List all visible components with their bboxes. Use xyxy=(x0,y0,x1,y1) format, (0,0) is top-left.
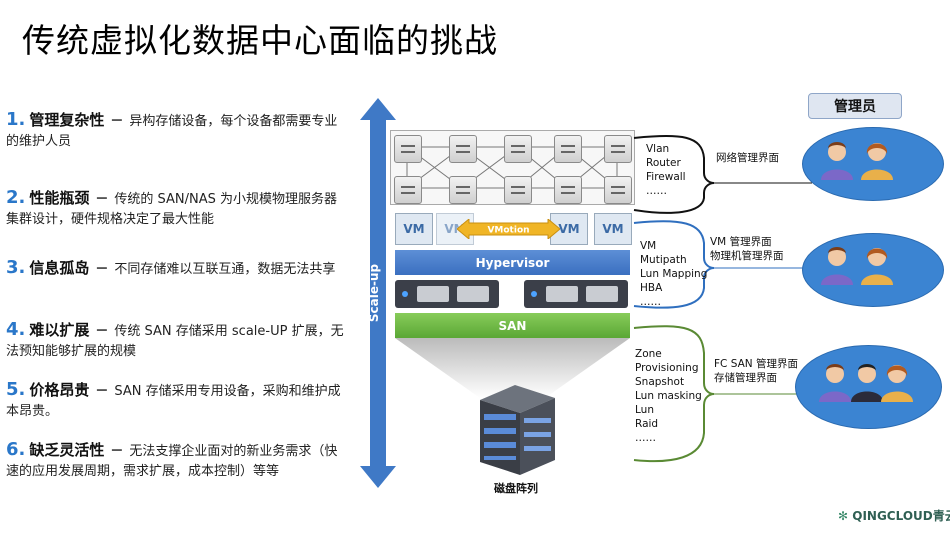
qingcloud-logo-text: QINGCLOUD青云 xyxy=(852,509,950,523)
vmotion-label: VMotion xyxy=(487,226,529,236)
challenge-item: 4.难以扩展 －传统 SAN 存储采用 scale-UP 扩展，无法预知能够扩展的… xyxy=(6,320,346,362)
qingcloud-logo-icon: ✻ xyxy=(838,509,849,523)
switch-icon xyxy=(394,135,422,163)
challenge-heading: 信息孤岛 xyxy=(29,259,90,277)
storage-funnel xyxy=(395,338,630,398)
switch-icon xyxy=(449,176,477,204)
server-icon xyxy=(524,280,628,308)
challenge-description: 传统 SAN 存储采用 scale-UP 扩展，无法预知能够扩展的规模 xyxy=(6,324,344,359)
challenge-description: 传统的 SAN/NAS 为小规模物理服务器集群设计，硬件规格决定了最大性能 xyxy=(6,192,338,227)
scale-up-label: Scale-up xyxy=(367,263,381,322)
vm-item: VM xyxy=(640,240,657,252)
storage-management-ui-label: 存储管理界面 xyxy=(714,372,777,384)
vm-box: VM xyxy=(550,213,588,245)
vm-box: VM xyxy=(594,213,632,245)
challenge-item: 5.价格昂贵 －SAN 存储采用专用设备，采购和维护成本昂贵。 xyxy=(6,380,346,422)
network-item: Firewall xyxy=(646,171,686,183)
network-item: Router xyxy=(646,157,681,169)
san-item: Zone xyxy=(635,348,662,360)
qingcloud-logo: ✻ QINGCLOUD青云 xyxy=(838,507,950,524)
vmotion-arrow-icon: VMotion xyxy=(457,219,560,239)
challenge-number: 6. xyxy=(6,439,26,460)
challenge-item: 6.缺乏灵活性 －无法支撑企业面对的新业务需求（快速的应用发展周期，需求扩展，成本… xyxy=(6,440,346,482)
challenge-heading: 缺乏灵活性 xyxy=(29,441,105,459)
network-item: …… xyxy=(646,185,667,197)
people-icon xyxy=(821,247,893,285)
network-item: Vlan xyxy=(646,143,670,155)
disk-array-icon xyxy=(480,385,555,475)
admin-group-vm xyxy=(802,233,944,307)
scale-up-arrow-icon: Scale-up xyxy=(360,98,396,488)
switch-icon xyxy=(504,176,532,204)
vm-item: …… xyxy=(640,296,661,308)
server-icon xyxy=(395,280,499,308)
challenge-number: 5. xyxy=(6,379,26,400)
challenge-dash: － xyxy=(110,114,124,129)
switch-icon xyxy=(554,135,582,163)
san-item: Lun xyxy=(635,404,654,416)
challenge-number: 4. xyxy=(6,319,26,340)
admin-group-storage xyxy=(795,345,942,429)
admin-label: 管理员 xyxy=(808,93,902,119)
san-item: Snapshot xyxy=(635,376,685,388)
challenge-number: 2. xyxy=(6,187,26,208)
switch-icon xyxy=(554,176,582,204)
challenge-item: 2.性能瓶颈 －传统的 SAN/NAS 为小规模物理服务器集群设计，硬件规格决定了… xyxy=(6,188,346,230)
challenge-dash: － xyxy=(110,444,124,459)
challenge-description: SAN 存储采用专用设备，采购和维护成本昂贵。 xyxy=(6,384,341,419)
fc-san-management-ui-label: FC SAN 管理界面 xyxy=(714,358,798,370)
network-management-ui-label: 网络管理界面 xyxy=(716,152,779,164)
challenge-dash: － xyxy=(95,324,109,339)
vm-item: Mutipath xyxy=(640,254,687,266)
challenge-dash: － xyxy=(95,384,109,399)
page-title: 传统虚拟化数据中心面临的挑战 xyxy=(22,21,498,60)
challenge-heading: 难以扩展 xyxy=(29,321,90,339)
physical-management-ui-label: 物理机管理界面 xyxy=(710,250,784,262)
people-icon xyxy=(819,364,913,402)
challenge-description: 不同存储难以互联互通，数据无法共享 xyxy=(114,262,336,277)
switch-icon xyxy=(604,176,632,204)
challenge-heading: 价格昂贵 xyxy=(29,381,90,399)
switch-icon xyxy=(449,135,477,163)
challenge-item: 3.信息孤岛 － 不同存储难以互联互通，数据无法共享 xyxy=(6,258,346,280)
challenge-heading: 性能瓶颈 xyxy=(29,189,90,207)
challenge-description: 无法支撑企业面对的新业务需求（快速的应用发展周期，需求扩展，成本控制）等等 xyxy=(6,444,338,479)
vm-item: Lun Mapping xyxy=(640,268,708,280)
switch-icon xyxy=(504,135,532,163)
challenge-heading: 管理复杂性 xyxy=(29,111,105,129)
disk-array-label: 磁盘阵列 xyxy=(494,482,538,495)
san-item: …… xyxy=(635,432,656,444)
challenge-dash: － xyxy=(95,262,109,277)
hypervisor-bar: Hypervisor xyxy=(395,250,630,275)
vm-item: HBA xyxy=(640,282,663,294)
vm-management-ui-label: VM 管理界面 xyxy=(710,236,772,248)
san-item: Raid xyxy=(635,418,659,430)
admin-group-network xyxy=(802,127,944,201)
people-icon xyxy=(821,142,893,180)
challenge-description: 异构存储设备，每个设备都需要专业的维护人员 xyxy=(6,114,338,149)
switch-icon xyxy=(394,176,422,204)
san-item: Lun masking xyxy=(635,390,702,402)
challenge-dash: － xyxy=(95,192,109,207)
san-item: Provisioning xyxy=(635,362,699,374)
challenge-number: 3. xyxy=(6,257,26,278)
challenge-number: 1. xyxy=(6,109,26,130)
vm-box: VM xyxy=(395,213,433,245)
san-bar: SAN xyxy=(395,313,630,338)
switch-icon xyxy=(604,135,632,163)
challenge-item: 1.管理复杂性 －异构存储设备，每个设备都需要专业的维护人员 xyxy=(6,110,346,152)
